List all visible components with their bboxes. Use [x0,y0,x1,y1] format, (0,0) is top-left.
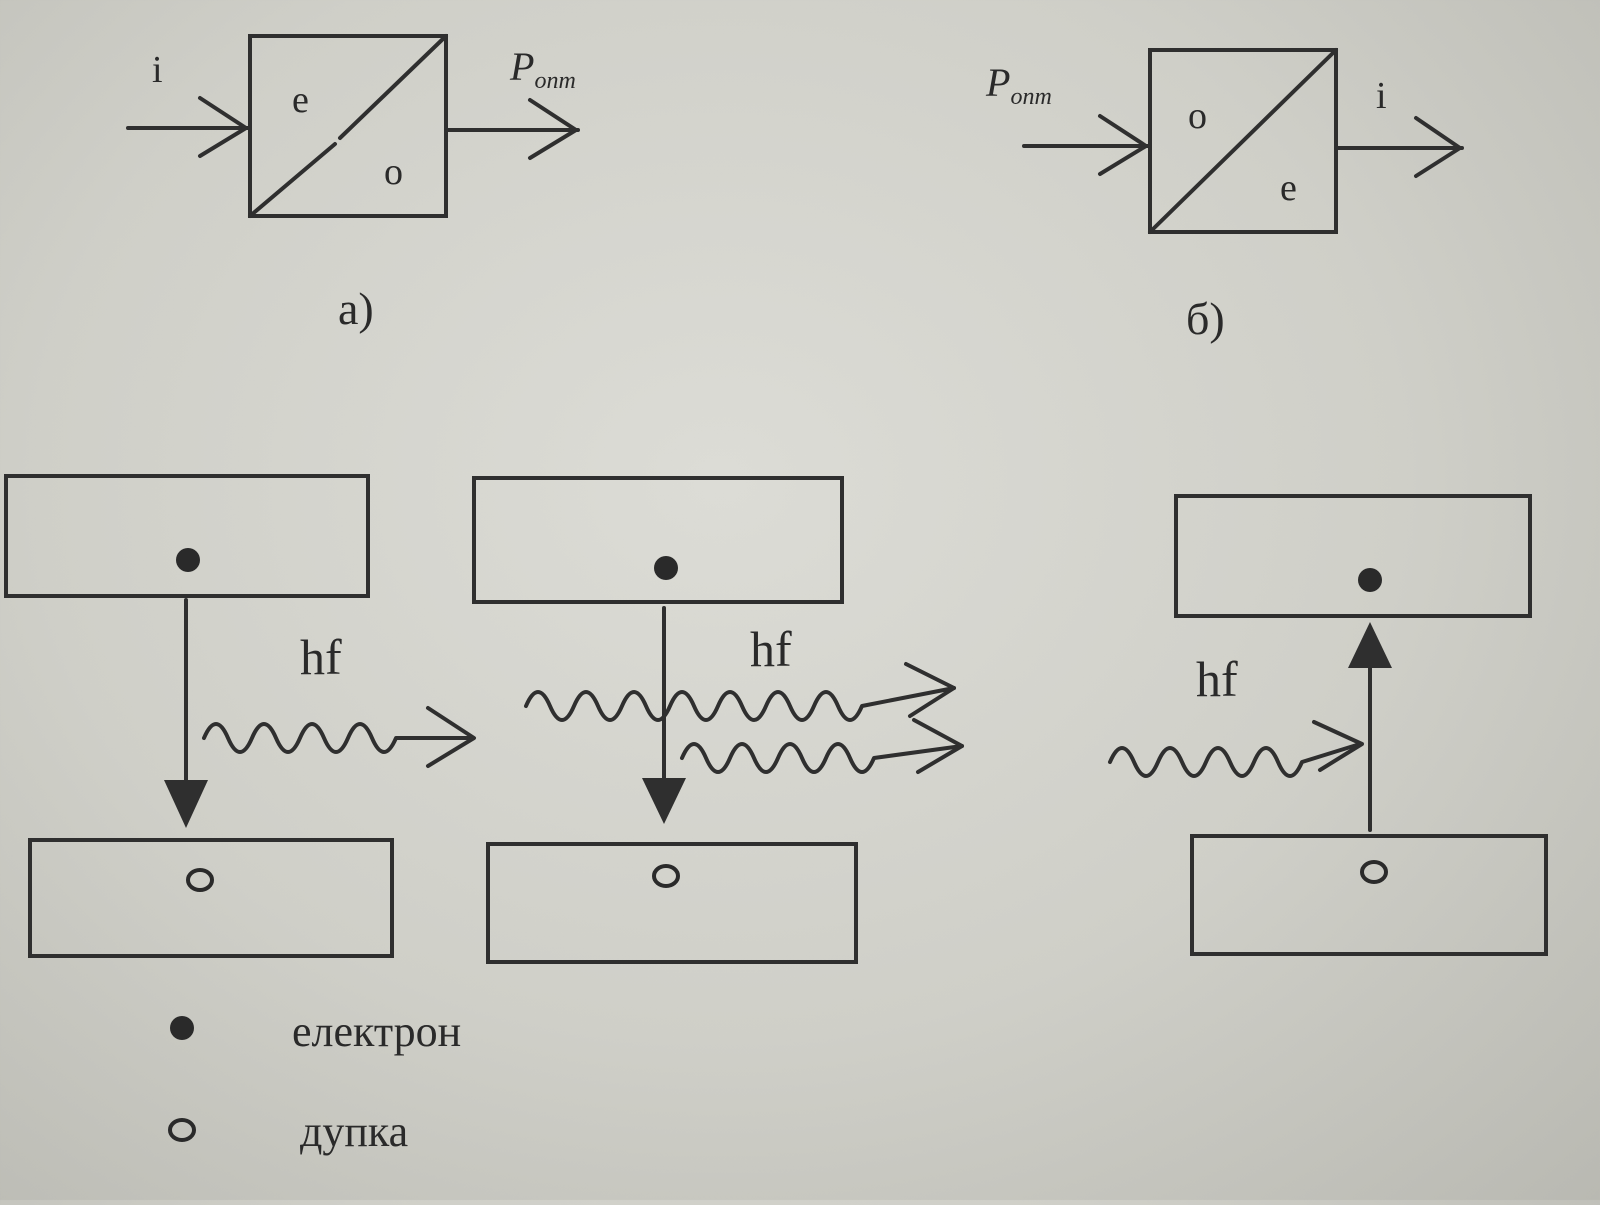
hole-1 [186,868,214,892]
input-label-b: Pопт [985,60,1052,110]
lower-label-b: e [1280,167,1297,209]
input-label-a: i [152,49,163,91]
photon-wave-2-stimulated [680,742,964,774]
electron-1 [176,548,200,572]
diagonal-a-lower [248,142,337,218]
lower-band-2 [486,842,858,964]
caption-a: а) [338,283,374,334]
hole-2 [652,864,680,888]
upper-band-2 [472,476,844,604]
photon-arrowhead-3 [1312,720,1364,772]
converter-box-b [1148,48,1338,234]
input-arrowhead-b [1098,114,1148,176]
photon-label-3: hf [1196,651,1238,707]
electron-2 [654,556,678,580]
upper-label-b: o [1188,95,1207,137]
input-subscript-b: опт [1010,84,1051,110]
up-arrowhead-3 [1348,622,1392,668]
output-arrowhead-a [528,98,578,160]
output-label-a: Pопт [509,44,576,94]
lower-band-1 [28,838,394,958]
down-arrowhead-1 [164,780,208,828]
photon-label-1: hf [300,629,342,685]
photon-arrowhead-2-incident [904,662,956,718]
upper-label-a: e [292,79,309,121]
lower-band-3 [1190,834,1548,956]
output-label-b: i [1376,75,1387,117]
photon-wave-2-incident [524,686,956,722]
diagonal-b [1148,48,1338,234]
photon-wave-3 [1108,742,1362,778]
photon-arrowhead-2-stimulated [912,718,964,774]
output-arrowhead-b [1414,116,1462,178]
legend: електрон дупка [168,1007,461,1156]
caption-b: б) [1186,293,1225,344]
legend-hole-label: дупка [300,1107,408,1156]
electron-3 [1358,568,1382,592]
input-symbol-b: P [985,60,1010,105]
transition-absorption: hf [1108,494,1548,956]
diagonal-a-upper [338,34,448,140]
photon-wave-1 [202,722,474,754]
hole-3 [1360,860,1388,884]
input-arrowhead-a [198,96,248,158]
converter-box-a [248,34,448,218]
converter-a: i e o Pопт а) [126,34,580,334]
photon-arrowhead-1 [426,706,476,768]
legend-hole-symbol [168,1118,196,1142]
down-arrowhead-2 [642,778,686,824]
transition-spontaneous-emission: hf [4,474,476,958]
output-symbol-a: P [509,44,534,89]
photon-label-2: hf [750,621,792,677]
lower-label-a: o [384,151,403,193]
legend-electron-symbol [170,1016,194,1040]
converter-b: Pопт o e i б) [985,48,1464,344]
upper-band-1 [4,474,370,598]
transition-stimulated-emission: hf [472,476,964,964]
upper-band-3 [1174,494,1532,618]
legend-electron-label: електрон [292,1007,461,1056]
output-subscript-a: опт [534,68,575,94]
